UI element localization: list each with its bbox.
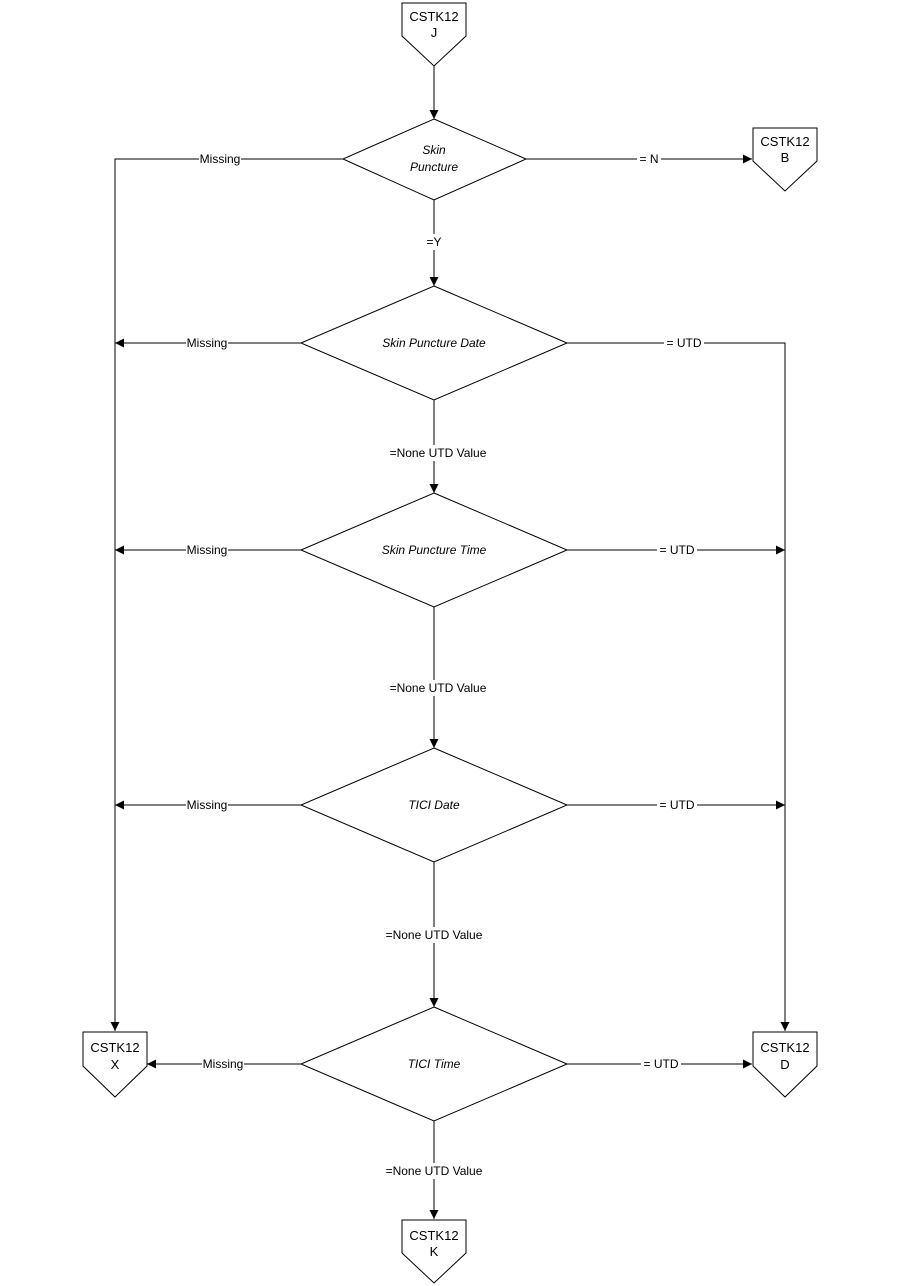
label-spd-missing: Missing (187, 336, 228, 350)
connector-j-line1: CSTK12 (409, 9, 458, 24)
decision-tici-date-label: TICI Date (408, 798, 460, 812)
connector-d-line1: CSTK12 (760, 1040, 809, 1055)
label-spd-none-utd: =None UTD Value (390, 446, 487, 460)
label-sp-missing: Missing (200, 152, 241, 166)
decision-tici-date: TICI Date (299, 747, 569, 863)
decision-skin-puncture-date-label: Skin Puncture Date (382, 336, 486, 350)
connector-k-line1: CSTK12 (409, 1228, 458, 1243)
label-spt-missing: Missing (187, 543, 228, 557)
label-spt-none-utd: =None UTD Value (390, 681, 487, 695)
decision-skin-puncture-line2: Puncture (410, 160, 458, 174)
connector-b-line2: B (781, 150, 790, 165)
decision-skin-puncture-time: Skin Puncture Time (299, 492, 569, 608)
connector-b-line1: CSTK12 (760, 134, 809, 149)
decision-skin-puncture-date: Skin Puncture Date (299, 285, 569, 401)
decision-skin-puncture: Skin Puncture (341, 118, 528, 201)
edge-missing-trunk (110, 158, 343, 1031)
connector-j: CSTK12 J (401, 2, 467, 67)
edge-labels: Missing = N =Y Missing = UTD =None UTD V… (186, 151, 704, 1179)
connector-x-line1: CSTK12 (90, 1040, 139, 1055)
label-td-utd: = UTD (659, 798, 694, 812)
label-td-none-utd: =None UTD Value (386, 928, 483, 942)
label-tt-utd: = UTD (643, 1057, 678, 1071)
decision-tici-time: TICI Time (299, 1006, 569, 1122)
connector-b: CSTK12 B (752, 127, 818, 192)
label-tt-missing: Missing (203, 1057, 244, 1071)
label-td-missing: Missing (187, 798, 228, 812)
label-sp-no: = N (639, 152, 658, 166)
connector-k: CSTK12 K (401, 1219, 467, 1284)
label-spd-utd: = UTD (666, 336, 701, 350)
connector-d-line2: D (780, 1057, 789, 1072)
decision-skin-puncture-line1: Skin (422, 143, 446, 157)
connector-x-line2: X (111, 1057, 120, 1072)
connector-j-line2: J (431, 25, 438, 40)
label-sp-yes: =Y (426, 235, 441, 249)
connector-k-line2: K (430, 1244, 439, 1259)
label-tt-none-utd: =None UTD Value (386, 1164, 483, 1178)
connector-d: CSTK12 D (752, 1031, 818, 1098)
edge-utd-trunk (567, 342, 790, 1031)
label-spt-utd: = UTD (659, 543, 694, 557)
decision-skin-puncture-time-label: Skin Puncture Time (382, 543, 487, 557)
connector-x: CSTK12 X (82, 1031, 148, 1098)
decision-tici-time-label: TICI Time (408, 1057, 461, 1071)
